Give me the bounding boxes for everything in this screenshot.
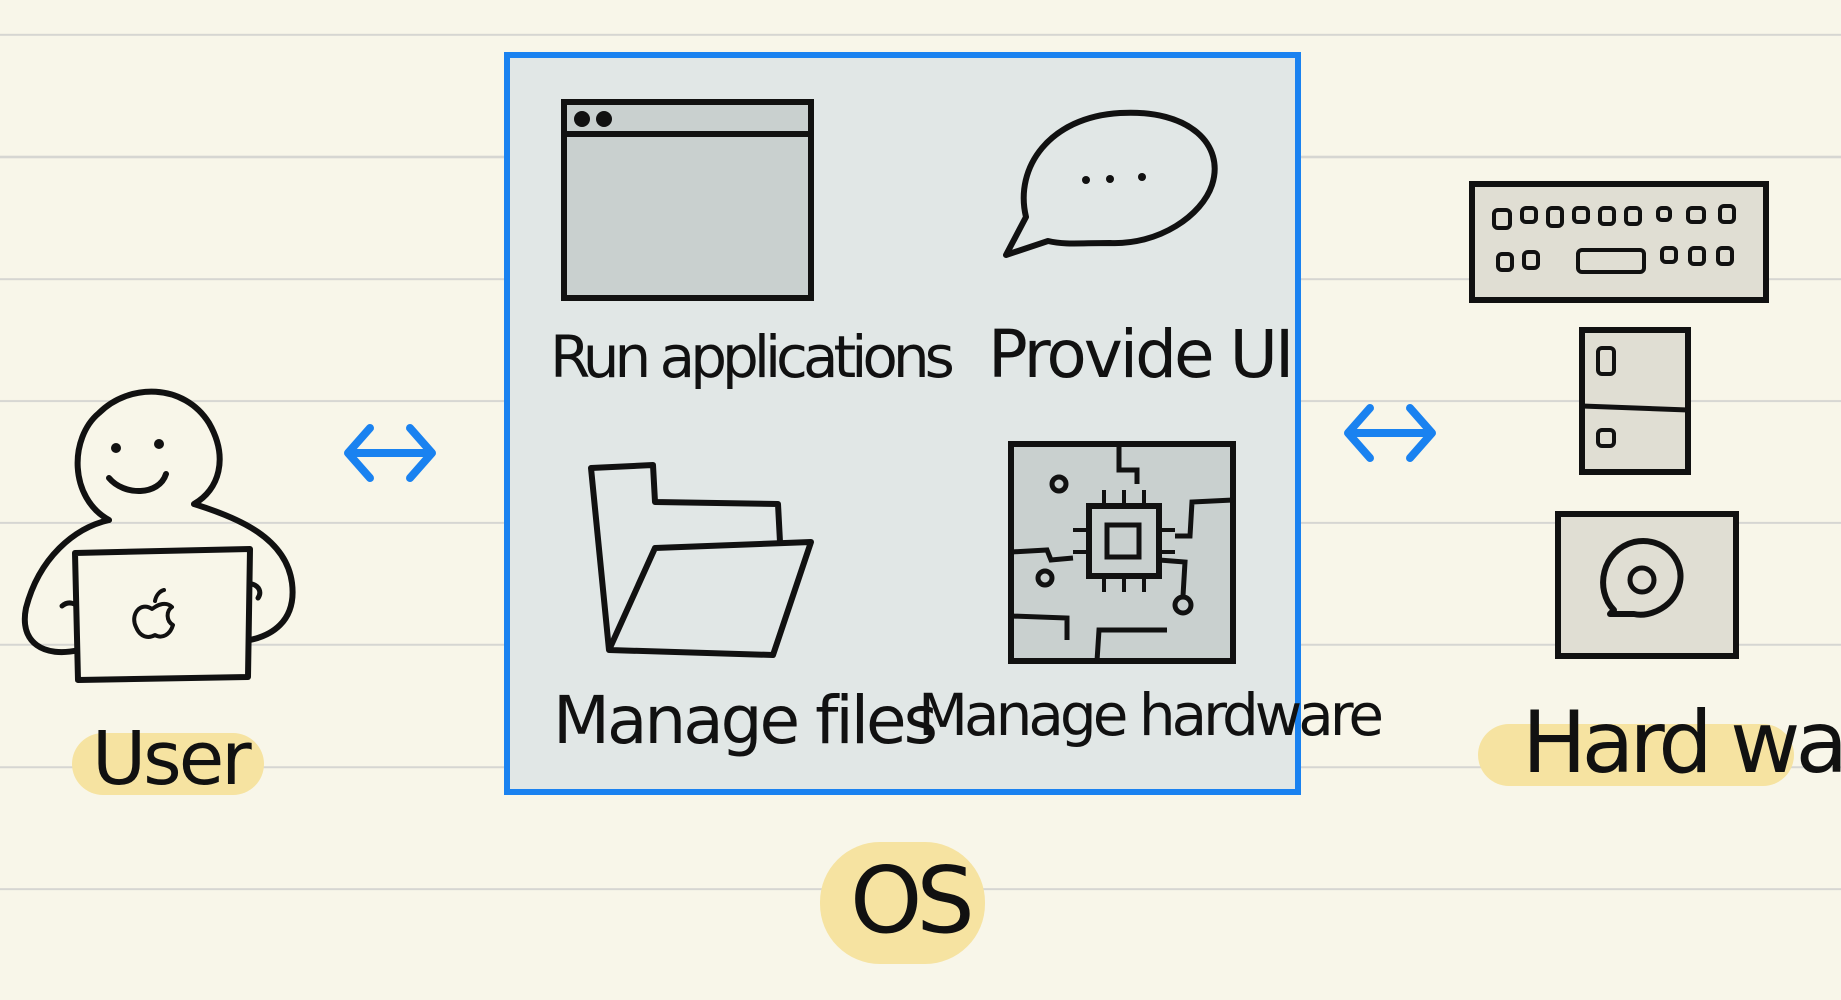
user-label: User [92,716,252,802]
hardware-label: Hard ware [1522,693,1841,793]
circuit-chip-icon [1007,440,1237,665]
speech-bubble-icon [1000,105,1220,265]
function-label-manage-files: Manage files [553,682,938,759]
user-label-highlight [72,733,264,795]
os-container [504,52,1301,795]
user-figure-icon [14,378,304,688]
function-label-provide-ui: Provide UI [988,316,1294,393]
os-label-highlight [820,842,985,964]
app-window-icon [560,98,815,302]
function-label-manage-hardware: Manage hardware [918,681,1384,749]
computer-case-icon [1578,326,1692,476]
keyboard-icon [1468,180,1770,304]
laptop-icon [70,545,255,685]
speaker-icon [1554,510,1740,660]
folder-icon [585,460,815,660]
hardware-label-highlight [1478,724,1794,786]
double-arrow-icon [1340,400,1440,466]
os-label: OS [850,847,975,954]
double-arrow-icon [340,420,440,486]
function-label-run-applications: Run applications [550,323,955,391]
